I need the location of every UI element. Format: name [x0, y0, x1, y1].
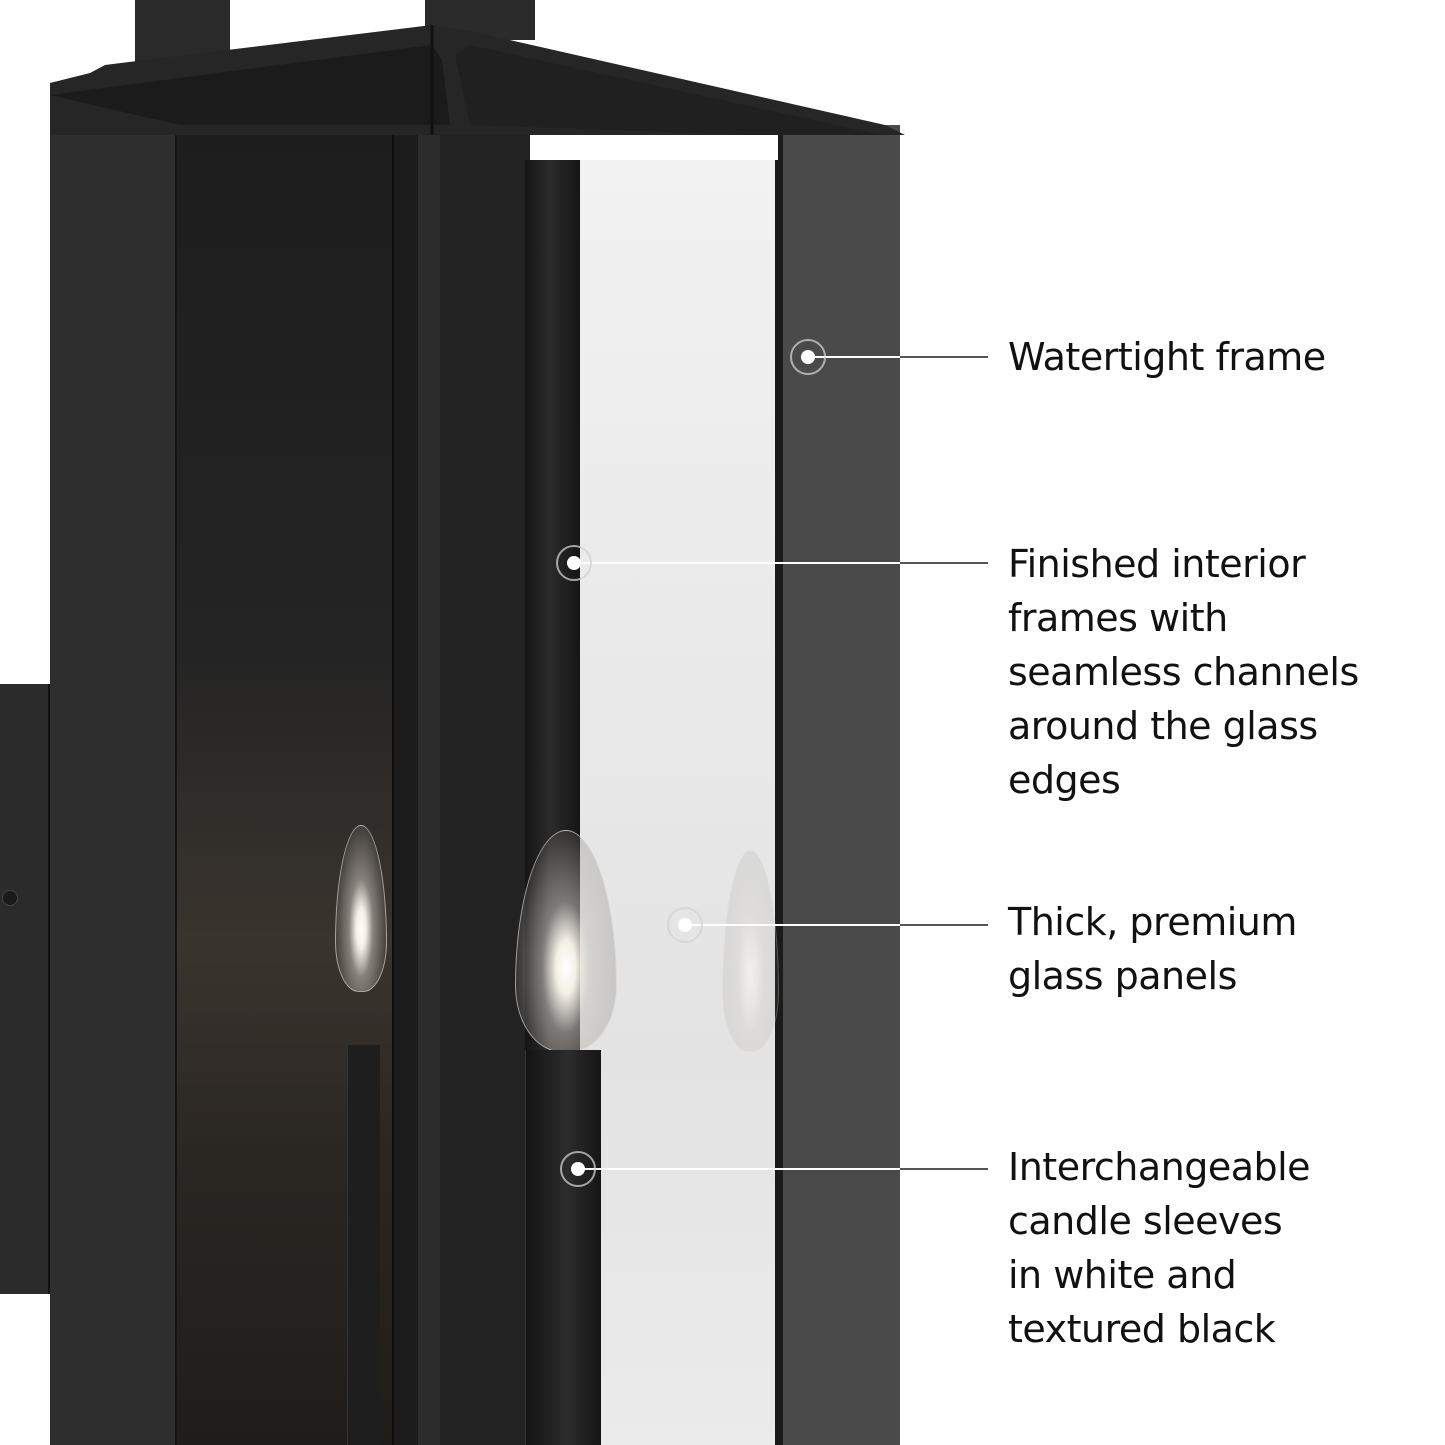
callout-label: Watertight frame — [1008, 335, 1326, 379]
lantern-roof-cap — [50, 25, 905, 135]
leader-line — [808, 356, 900, 358]
callout-label: Interchangeable candle sleeves in white … — [1008, 1145, 1311, 1351]
hotspot-marker-icon — [667, 907, 703, 943]
glass-panel — [580, 160, 778, 1445]
lantern-frame-right-edge — [778, 125, 783, 1445]
leader-line — [578, 1168, 900, 1170]
screw-icon — [2, 890, 18, 906]
leader-line — [900, 1168, 988, 1170]
wall-backplate — [0, 684, 50, 1294]
lantern-side-frame-left — [50, 95, 177, 1445]
callout-label: Finished interior frames with seamless c… — [1008, 542, 1359, 802]
leader-line — [900, 924, 988, 926]
hotspot-marker-icon — [560, 1151, 596, 1187]
callout-label: Thick, premium glass panels — [1008, 900, 1297, 998]
leader-line — [900, 562, 988, 564]
hotspot-marker-icon — [556, 545, 592, 581]
leader-line — [574, 562, 900, 564]
leader-line — [685, 924, 900, 926]
candle-sleeve-left — [347, 1045, 380, 1445]
lantern-frame-right — [778, 125, 900, 1445]
lantern-interior-side-panel — [440, 130, 530, 1445]
hotspot-marker-icon — [790, 339, 826, 375]
leader-line — [900, 356, 988, 358]
lantern-corner-post-highlight — [418, 60, 440, 1445]
candle-sleeve-center — [525, 1050, 601, 1445]
